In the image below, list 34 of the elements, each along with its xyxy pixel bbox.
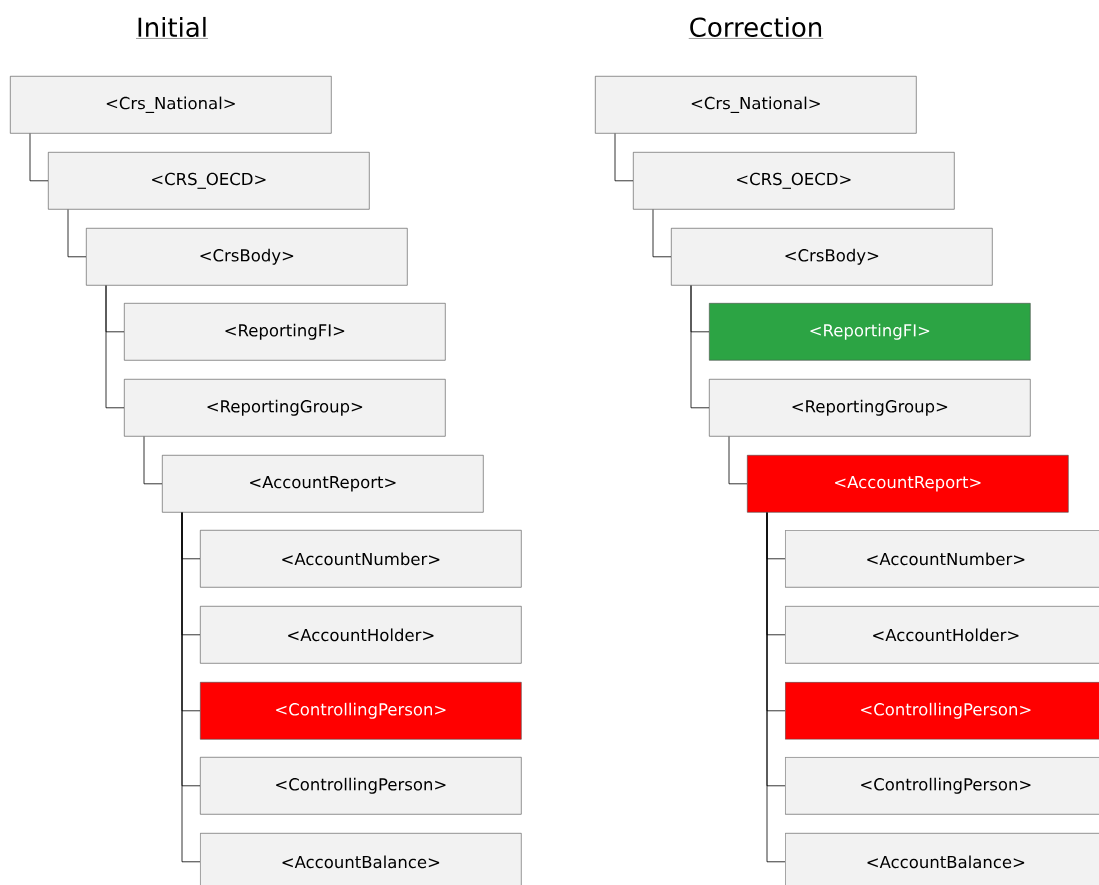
tree-connector (143, 436, 163, 485)
tag-box: <CRS_OECD> (48, 152, 370, 210)
tree-connector (181, 512, 201, 863)
tag-box: <AccountNumber> (200, 530, 522, 588)
tag-box: <AccountBalance> (200, 833, 522, 885)
tree-connector (728, 436, 748, 485)
tag-box: <CrsBody> (86, 228, 408, 286)
tree-connector (105, 285, 125, 409)
tag-box: <ReportingGroup> (124, 379, 446, 437)
tag-box: <ReportingFI> (124, 303, 446, 361)
tree-connector (614, 133, 634, 182)
tag-box: <Crs_National> (595, 76, 917, 134)
tag-box: <AccountReport> (162, 455, 484, 513)
tag-box: <ReportingGroup> (709, 379, 1031, 437)
column-heading: Correction (688, 16, 824, 39)
tree-connector (67, 209, 87, 258)
tree-connector (29, 133, 49, 182)
tag-box: <AccountHolder> (200, 606, 522, 664)
tag-box: <ControllingPerson> (200, 682, 522, 740)
tag-box: <ControllingPerson> (200, 757, 522, 815)
tag-box: <ReportingFI> (709, 303, 1031, 361)
tag-box: <ControllingPerson> (785, 682, 1099, 740)
tree-connector (690, 285, 710, 409)
column-heading: Initial (135, 16, 209, 39)
tag-box: <Crs_National> (10, 76, 332, 134)
tag-box: <CrsBody> (671, 228, 993, 286)
tag-box: <ControllingPerson> (785, 757, 1099, 815)
tree-connector (652, 209, 672, 258)
tree-connector (766, 512, 786, 863)
tag-box: <CRS_OECD> (633, 152, 955, 210)
tag-box: <AccountNumber> (785, 530, 1099, 588)
tag-box: <AccountHolder> (785, 606, 1099, 664)
tag-box: <AccountBalance> (785, 833, 1099, 885)
tag-box: <AccountReport> (747, 455, 1069, 513)
